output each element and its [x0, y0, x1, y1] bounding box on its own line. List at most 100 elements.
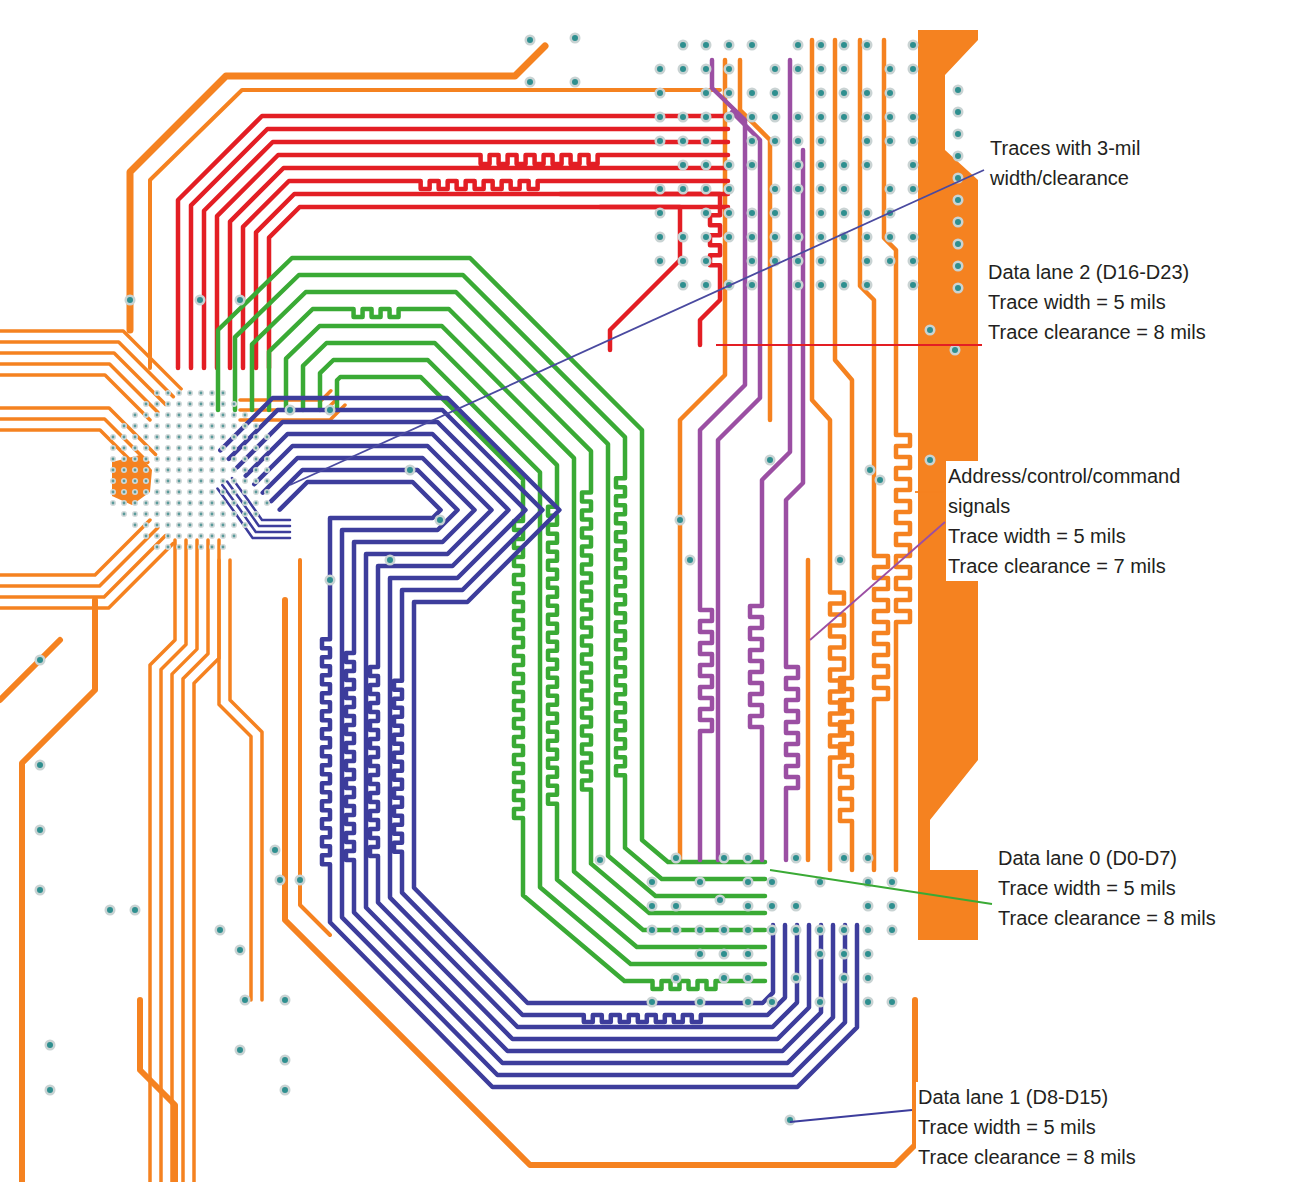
bga-ball — [209, 456, 215, 462]
pcb-trace — [0, 520, 150, 575]
via — [695, 997, 706, 1008]
bga-ball — [110, 500, 116, 506]
via — [655, 232, 666, 243]
via — [743, 973, 754, 984]
bga-ball — [187, 467, 193, 473]
bga-ball — [187, 478, 193, 484]
copper-layer — [112, 30, 978, 940]
via — [280, 1055, 291, 1066]
via — [767, 997, 778, 1008]
via — [770, 88, 781, 99]
bga-ball — [220, 522, 226, 528]
bga-ball — [242, 434, 248, 440]
bga-ball — [132, 445, 138, 451]
pcb-trace — [0, 353, 166, 404]
bga-ball — [209, 412, 215, 418]
via — [863, 973, 874, 984]
via — [815, 925, 826, 936]
via — [695, 877, 706, 888]
via — [887, 877, 898, 888]
bga-ball — [165, 500, 171, 506]
bga-ball — [231, 434, 237, 440]
bga-ball — [209, 522, 215, 528]
callout-label: Trace clearance = 7 mils — [946, 551, 1168, 581]
bga-ball — [165, 390, 171, 396]
bga-ball — [209, 489, 215, 495]
bga-ball — [121, 511, 127, 517]
bga-ball — [121, 467, 127, 473]
via — [839, 160, 850, 171]
pcb-trace — [0, 419, 148, 462]
bga-ball — [143, 522, 149, 528]
via — [235, 295, 246, 306]
via — [215, 925, 226, 936]
bga-ball — [176, 489, 182, 495]
leader-line — [810, 522, 945, 640]
bga-ball — [242, 423, 248, 429]
bga-ball — [165, 434, 171, 440]
bga-ball — [242, 522, 248, 528]
pcb-trace — [204, 142, 728, 368]
via — [767, 925, 778, 936]
via — [793, 280, 804, 291]
bga-ball — [187, 489, 193, 495]
via — [887, 925, 898, 936]
via — [875, 475, 886, 486]
via — [240, 995, 251, 1006]
via — [570, 77, 581, 88]
via — [724, 40, 735, 51]
via — [701, 40, 712, 51]
via — [863, 853, 874, 864]
bga-ball — [143, 511, 149, 517]
bga-ball — [132, 511, 138, 517]
bga-ball — [165, 456, 171, 462]
pcb-trace — [219, 560, 251, 1000]
bga-ball — [176, 467, 182, 473]
via — [647, 877, 658, 888]
bga-ball — [209, 390, 215, 396]
via — [747, 112, 758, 123]
via — [862, 112, 873, 123]
via — [747, 208, 758, 219]
pcb-trace — [22, 600, 95, 1182]
bga-ball — [198, 489, 204, 495]
bga-ball — [264, 467, 270, 473]
bga-ball — [176, 390, 182, 396]
leader-line — [716, 344, 982, 346]
bga-ball — [253, 467, 259, 473]
bga-ball — [231, 500, 237, 506]
via — [678, 232, 689, 243]
bga-ball — [143, 434, 149, 440]
bga-ball — [154, 434, 160, 440]
via — [701, 160, 712, 171]
via — [839, 973, 850, 984]
via — [105, 905, 116, 916]
via — [767, 877, 778, 888]
bga-ball — [176, 478, 182, 484]
bga-ball — [143, 533, 149, 539]
via — [235, 1045, 246, 1056]
bga-ball — [176, 511, 182, 517]
bga-ball — [154, 456, 160, 462]
bga-ball — [132, 434, 138, 440]
via — [953, 195, 964, 206]
bga-ball — [143, 489, 149, 495]
pcb-trace — [235, 275, 765, 879]
via — [770, 136, 781, 147]
via — [885, 184, 896, 195]
via — [770, 184, 781, 195]
callout-label: Address/control/command signals — [946, 461, 1212, 521]
bga-ball — [176, 522, 182, 528]
bga-ball — [143, 478, 149, 484]
via — [767, 901, 778, 912]
callout-label: Trace width = 5 mils — [986, 287, 1168, 317]
bga-ball — [231, 412, 237, 418]
via — [724, 88, 735, 99]
bga-ball — [198, 434, 204, 440]
via — [671, 901, 682, 912]
via — [908, 160, 919, 171]
pcb-trace — [0, 331, 181, 389]
pcb-trace — [217, 489, 290, 538]
via — [839, 184, 850, 195]
bga-ball — [253, 500, 259, 506]
